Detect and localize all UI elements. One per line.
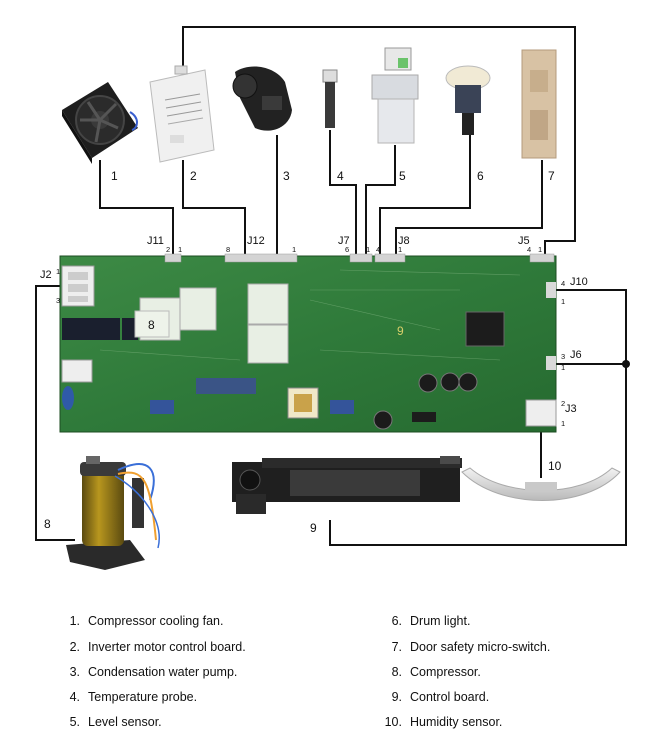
callout-5: 5 xyxy=(399,169,406,183)
legend-text: Control board. xyxy=(410,690,490,704)
legend-num: 9. xyxy=(391,690,402,704)
control-pcb xyxy=(59,253,557,433)
label-j3: J3 xyxy=(565,403,577,415)
legend-item-8: 8. Compressor. xyxy=(378,665,481,679)
level-sensor xyxy=(371,47,419,144)
pin-j5-4: 4 xyxy=(527,245,531,254)
legend-num: 5. xyxy=(69,715,80,729)
callout-4: 4 xyxy=(337,169,344,183)
legend-num: 6. xyxy=(391,614,402,628)
wire-cooling-fan xyxy=(99,160,174,256)
callout-9-board: 9 xyxy=(397,324,404,338)
wire-door-switch xyxy=(395,160,543,256)
wire-inverter-j12 xyxy=(182,160,246,256)
drum-light xyxy=(445,65,491,135)
display-control-board xyxy=(232,456,462,514)
wire-drum-light xyxy=(379,135,471,256)
legend-item-1: 1. Compressor cooling fan. xyxy=(56,614,224,628)
pin-j6-1: 1 xyxy=(561,363,565,372)
legend-text: Humidity sensor. xyxy=(410,715,503,729)
legend-text: Compressor cooling fan. xyxy=(88,614,224,628)
legend-item-4: 4. Temperature probe. xyxy=(56,690,198,704)
label-j5: J5 xyxy=(518,235,530,247)
humidity-sensor xyxy=(461,467,621,501)
temperature-probe xyxy=(322,69,338,128)
pin-j2-1: 1 xyxy=(56,267,60,276)
callout-9-control: 9 xyxy=(310,521,317,535)
pin-j8-1: 1 xyxy=(398,245,402,254)
legend-text: Temperature probe. xyxy=(88,690,198,704)
legend-num: 7. xyxy=(391,640,402,654)
legend-text: Compressor. xyxy=(410,665,481,679)
callout-6: 6 xyxy=(477,169,484,183)
door-switch xyxy=(521,49,557,159)
callout-3: 3 xyxy=(283,169,290,183)
legend-text: Inverter motor control board. xyxy=(88,640,246,654)
callout-10: 10 xyxy=(548,459,562,473)
pin-j7-1: 1 xyxy=(366,245,370,254)
callout-1: 1 xyxy=(111,169,118,183)
legend-text: Condensation water pump. xyxy=(88,665,238,679)
legend-num: 10. xyxy=(384,715,402,729)
pin-j10-1: 1 xyxy=(561,297,565,306)
pin-j12-8: 8 xyxy=(226,245,230,254)
legend-item-9: 9. Control board. xyxy=(378,690,490,704)
compressor xyxy=(66,456,160,570)
pin-j3-2: 2 xyxy=(561,399,565,408)
wire-junction xyxy=(622,360,630,368)
legend-item-10: 10. Humidity sensor. xyxy=(378,715,503,729)
pin-j2-3: 3 xyxy=(56,296,60,305)
legend-num: 8. xyxy=(391,665,402,679)
legend-text: Door safety micro-switch. xyxy=(410,640,551,654)
legend-item-2: 2. Inverter motor control board. xyxy=(56,640,246,654)
callout-8-compressor: 8 xyxy=(44,517,51,531)
pin-j11-2: 2 xyxy=(166,245,170,254)
pin-j12-1: 1 xyxy=(292,245,296,254)
legend-item-6: 6. Drum light. xyxy=(378,614,471,628)
label-j6: J6 xyxy=(570,349,582,361)
legend-num: 3. xyxy=(69,665,80,679)
label-j7: J7 xyxy=(338,235,350,247)
pin-j3-1: 1 xyxy=(561,419,565,428)
callout-8-board: 8 xyxy=(148,318,155,332)
pin-j6-3: 3 xyxy=(561,352,565,361)
water-pump xyxy=(232,66,292,131)
wire-compressor xyxy=(35,285,75,541)
legend-num: 2. xyxy=(69,640,80,654)
legend-text: Level sensor. xyxy=(88,715,162,729)
legend-num: 4. xyxy=(69,690,80,704)
legend-text: Drum light. xyxy=(410,614,471,628)
pin-j11-1: 1 xyxy=(178,245,182,254)
callout-7: 7 xyxy=(548,169,555,183)
legend-item-3: 3. Condensation water pump. xyxy=(56,665,238,679)
label-j11: J11 xyxy=(147,235,164,247)
legend-item-5: 5. Level sensor. xyxy=(56,715,162,729)
wire-temp-probe xyxy=(329,130,357,256)
wire-j10 xyxy=(329,289,627,546)
inverter-board xyxy=(149,65,215,163)
wire-inverter-board xyxy=(182,26,576,256)
pin-j8-4: 4 xyxy=(376,245,380,254)
legend-item-7: 7. Door safety micro-switch. xyxy=(378,640,551,654)
label-j2: J2 xyxy=(40,269,52,281)
label-j10: J10 xyxy=(570,276,588,288)
callout-2: 2 xyxy=(190,169,197,183)
legend-num: 1. xyxy=(69,614,80,628)
wire-level-sensor xyxy=(365,145,396,256)
pin-j7-6: 6 xyxy=(345,245,349,254)
label-j12: J12 xyxy=(247,235,265,247)
pin-j5-1: 1 xyxy=(538,245,542,254)
cooling-fan xyxy=(62,82,138,164)
wires xyxy=(35,26,627,546)
label-j8: J8 xyxy=(398,235,410,247)
pin-j10-4: 4 xyxy=(561,279,565,288)
